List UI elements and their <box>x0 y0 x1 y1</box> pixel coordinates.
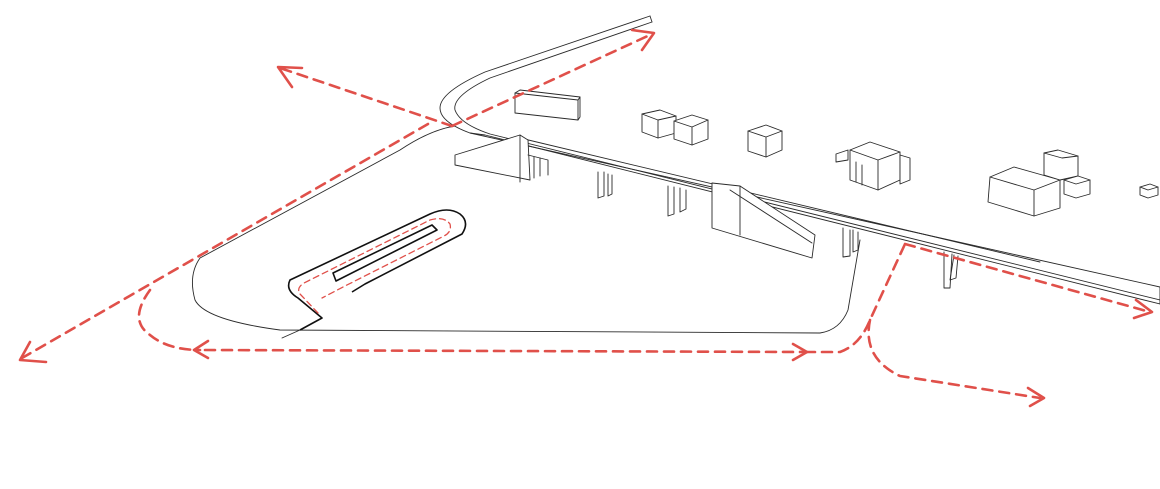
elevated-walkway <box>439 15 1160 305</box>
route-arrow-south-east <box>203 342 809 362</box>
building-large-low <box>987 149 1091 217</box>
stair-block-west <box>454 134 549 183</box>
buildings <box>514 89 1159 217</box>
stair-block-center <box>711 182 816 259</box>
landscape-platform <box>191 125 861 334</box>
building-cube-2 <box>673 114 709 146</box>
circulation-arrows <box>18 28 1154 408</box>
building-cube-3 <box>747 124 783 158</box>
route-arrow-east <box>903 242 1154 320</box>
building-cluster <box>835 141 911 191</box>
route-arrow-northeast <box>450 28 656 128</box>
route-loop <box>137 288 210 360</box>
route-arrow-northwest <box>276 65 454 128</box>
route-arrow-southwest <box>18 122 430 364</box>
building-long-block <box>514 89 581 121</box>
support-piers <box>597 171 959 289</box>
building-small-east <box>1139 183 1159 199</box>
building-cube-1 <box>641 109 677 139</box>
ramp <box>281 209 467 339</box>
route-arrow-southeast-branch <box>803 242 1046 408</box>
